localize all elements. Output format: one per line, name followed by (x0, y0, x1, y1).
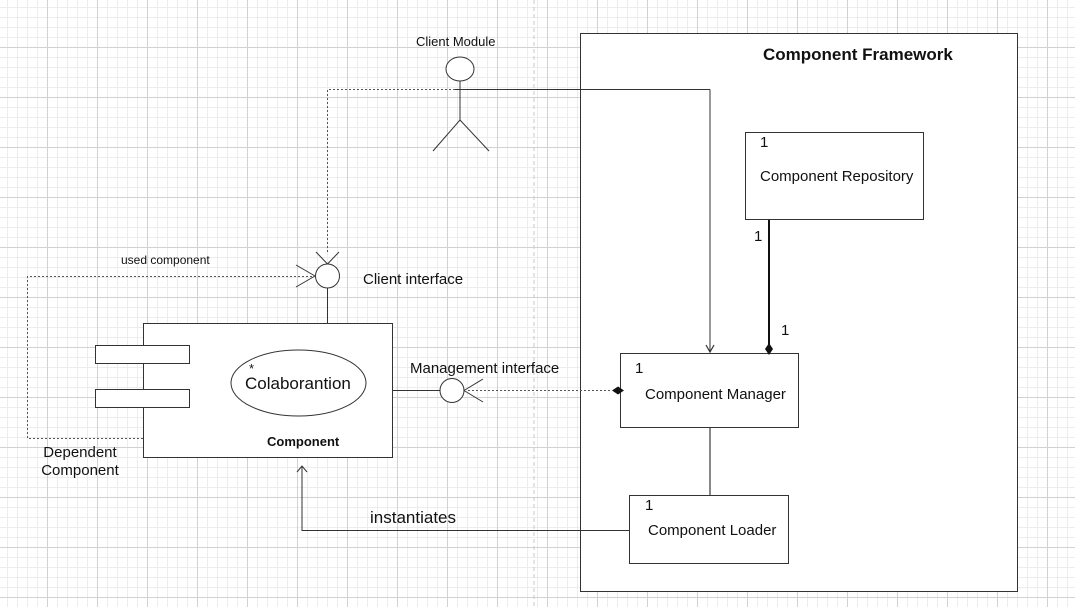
management-composition-diamond (612, 386, 624, 395)
used-component-label: used component (121, 253, 210, 267)
repo-manager-multiplicity-bottom: 1 (781, 322, 790, 339)
loader-multiplicity: 1 (645, 497, 654, 514)
manager-name: Component Manager (645, 386, 786, 403)
component-title: Component (267, 434, 340, 449)
component-manager-box[interactable] (620, 353, 799, 428)
dependent-component-label-line2: Component (41, 462, 119, 479)
instantiates-label: instantiates (370, 508, 456, 527)
client-interface-socket-top (315, 251, 340, 265)
repository-name: Component Repository (760, 168, 914, 185)
management-interface-socket (463, 378, 484, 403)
collaboration-multiplicity: * (249, 361, 255, 376)
management-interface-label: Management interface (410, 360, 560, 377)
component-port-bottom (95, 389, 190, 408)
framework-title: Component Framework (763, 45, 953, 64)
component-loader-box[interactable] (629, 495, 789, 564)
instantiates-arrowhead (296, 465, 308, 473)
instantiates-line[interactable] (301, 466, 629, 531)
manager-multiplicity: 1 (635, 360, 644, 377)
collaboration-label: Colaborantion (245, 374, 351, 393)
dependent-component-label-line1: Dependent (43, 444, 117, 461)
actor-to-client-interface-line[interactable] (327, 89, 456, 253)
repository-multiplicity: 1 (760, 134, 769, 151)
client-interface-socket-left (295, 264, 316, 288)
client-interface-label: Client interface (363, 271, 464, 288)
composition-diamond (765, 343, 773, 355)
loader-name: Component Loader (648, 522, 777, 539)
client-module-actor[interactable] (432, 56, 490, 152)
management-interface-circle[interactable] (439, 378, 465, 403)
used-component-dependency-line[interactable] (27, 276, 313, 439)
client-interface-circle[interactable] (315, 263, 340, 289)
component-repository-box[interactable] (745, 132, 924, 220)
component-port-top (95, 345, 190, 364)
collaboration-ellipse[interactable] (230, 349, 367, 417)
repo-manager-multiplicity-top: 1 (754, 228, 763, 245)
actor-label: Client Module (416, 34, 496, 49)
